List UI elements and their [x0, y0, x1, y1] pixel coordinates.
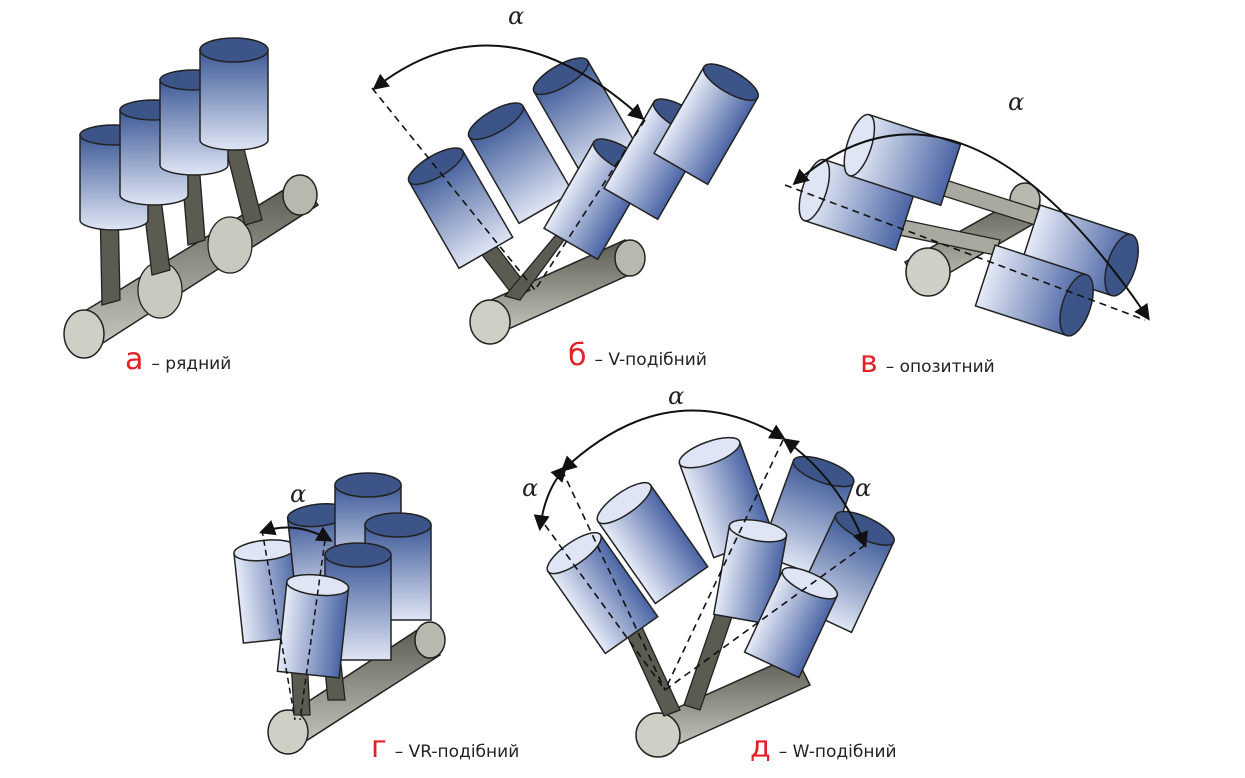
inline-engine-illustration [63, 37, 320, 359]
angle-alpha-label-vr: ɑ [290, 480, 307, 508]
caption-letter: а [125, 342, 144, 377]
cylinders [79, 37, 269, 231]
caption-text: – W-подібний [778, 742, 897, 762]
angle-alpha-label-boxer: ɑ [1008, 88, 1025, 116]
caption-text: – опозитний [885, 357, 995, 377]
caption-letter: в [860, 345, 878, 380]
crankshaft [63, 174, 320, 359]
cylinders [233, 472, 432, 679]
caption-b: б – V-подібний [568, 338, 707, 373]
angle-alpha-label-w-right: ɑ [855, 474, 872, 502]
angle-indicator [784, 133, 1150, 321]
v-engine-illustration [371, 44, 760, 345]
caption-text: – рядний [151, 354, 232, 374]
w-engine-illustration [533, 409, 895, 758]
angle-alpha-label-w-left: ɑ [522, 474, 539, 502]
caption-d: д – W-подібний [750, 730, 897, 765]
caption-g: г – VR-подібний [371, 730, 519, 765]
boxer-engine-illustration [784, 113, 1150, 337]
caption-letter: г [371, 730, 387, 765]
crankshaft [469, 239, 646, 345]
caption-v: в – опозитний [860, 345, 995, 380]
cylinders [407, 57, 760, 270]
angle-alpha-label-v: ɑ [508, 2, 525, 30]
caption-text: – VR-подібний [394, 742, 520, 762]
crankshaft [267, 621, 446, 755]
caption-text: – V-подібний [594, 350, 707, 370]
angle-indicator [258, 520, 333, 721]
crankshaft [635, 654, 812, 758]
vr-engine-illustration [233, 472, 446, 755]
caption-letter: д [750, 730, 771, 765]
angle-alpha-label-w-main: ɑ [668, 382, 685, 410]
angle-indicator [371, 44, 646, 291]
angle-indicator [533, 409, 868, 691]
caption-a: а – рядний [125, 342, 231, 377]
caption-letter: б [568, 338, 587, 373]
